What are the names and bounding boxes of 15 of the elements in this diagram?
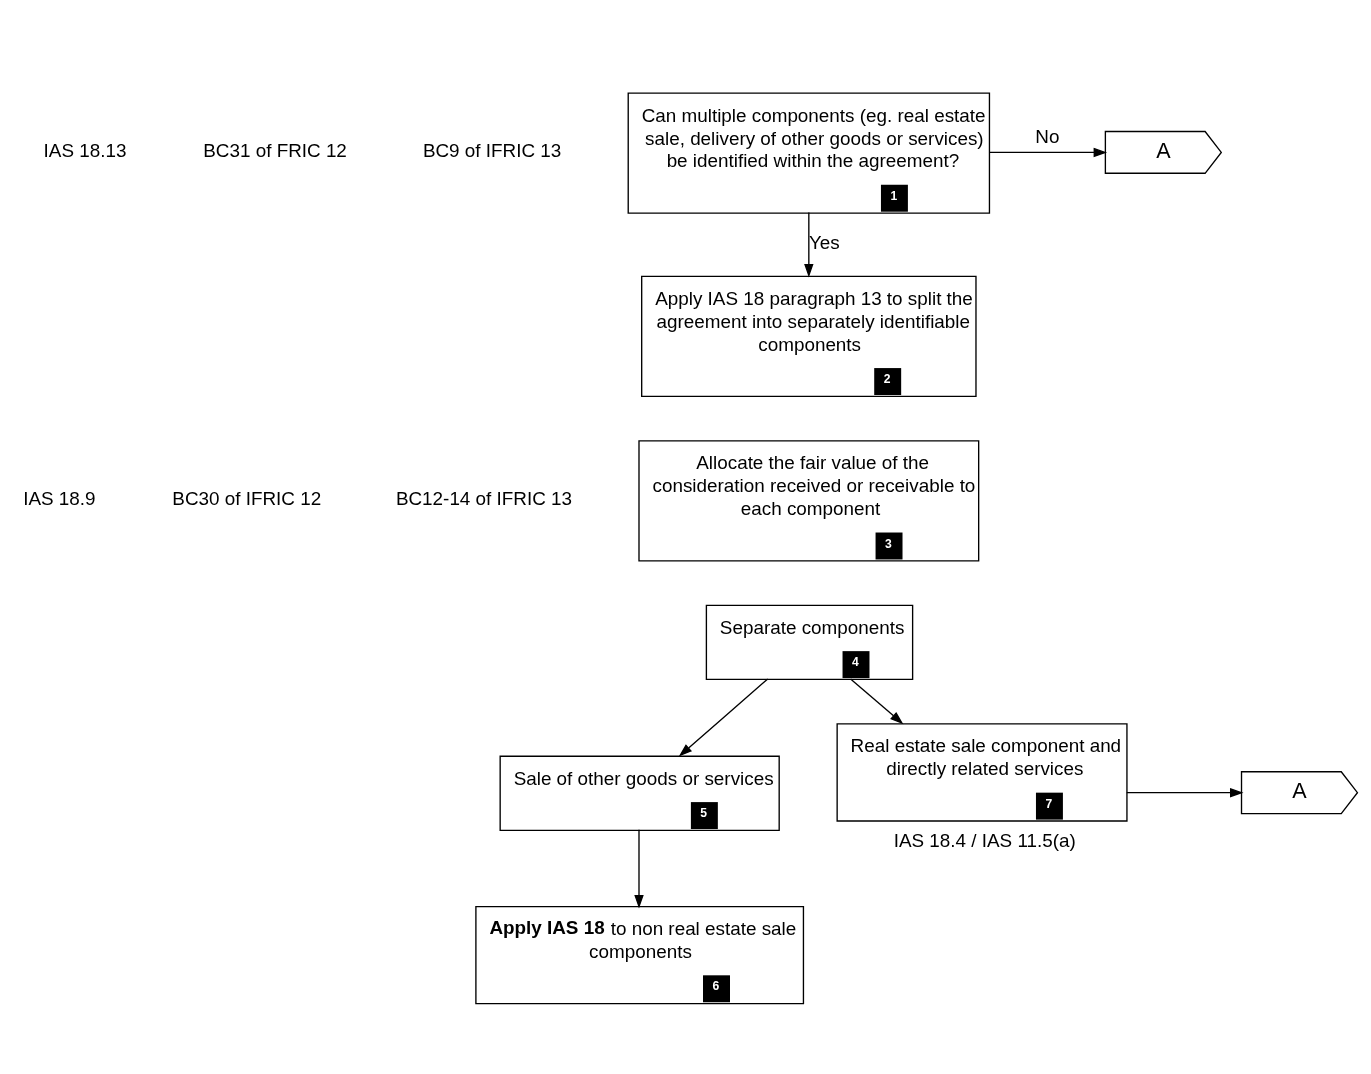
label: BC12-14 of IFRIC 13 — [395, 487, 573, 509]
arrow — [678, 677, 769, 757]
node-label: IAS 18.4 / IAS 11.5(a) — [893, 829, 1076, 851]
label: BC31 of FRIC 12 — [203, 139, 347, 161]
label: IAS 18.9 — [23, 487, 96, 509]
label: IAS 18.13 — [43, 139, 127, 161]
arrow — [1126, 787, 1244, 797]
label: BC30 of IFRIC 12 — [172, 487, 322, 509]
arrow — [849, 677, 904, 724]
label: BC9 of IFRIC 13 — [422, 139, 562, 161]
edge-label: No — [1035, 125, 1060, 147]
edge-label: Yes — [808, 231, 840, 253]
arrow — [634, 828, 644, 909]
arrow — [804, 211, 814, 277]
arrow — [989, 147, 1108, 157]
